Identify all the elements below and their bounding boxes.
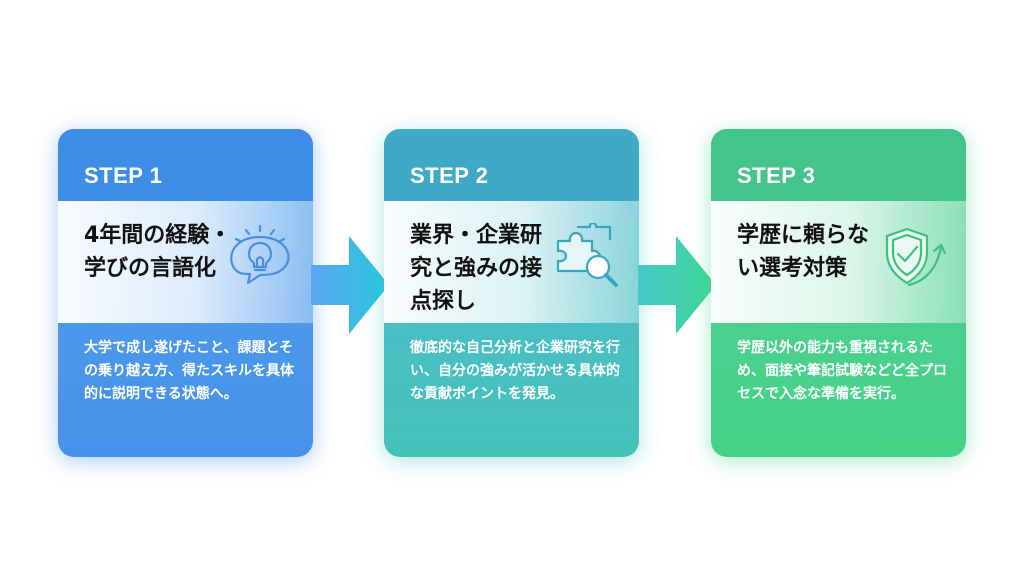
step-title-3: 学歴に頼らない選考対策 bbox=[737, 223, 870, 281]
puzzle-magnifier-icon bbox=[556, 223, 618, 287]
step-description-3: 学歴以外の能力も重視されるため、面接や筆記試験などど全プロセスで入念な準備を実行… bbox=[737, 340, 947, 402]
step-card-3: STEP 3 学歴に頼らない選考対策 学歴以外の能力も重視されるため、面接や筆記… bbox=[711, 129, 966, 457]
step-description-1: 大学で成し遂げたこと、課題とその乗り越え方、得たスキルを具体的に説明できる状態へ… bbox=[84, 340, 294, 402]
step-title-panel-2: 業界・企業研究と強みの接点探し bbox=[384, 201, 639, 323]
step-header-2: STEP 2 bbox=[384, 129, 639, 201]
step-title-panel-1: 4年間の経験・学びの言語化 bbox=[58, 201, 313, 323]
step-title-1: 4年間の経験・学びの言語化 bbox=[84, 223, 232, 281]
step-card-1: STEP 1 4年間の経験・学びの言語化 大学で成し遂げたこと、課題とその乗り越… bbox=[58, 129, 313, 457]
step-title-2: 業界・企業研究と強みの接点探し bbox=[410, 223, 543, 314]
arrow-right-icon bbox=[311, 236, 389, 334]
step-title-panel-3: 学歴に頼らない選考対策 bbox=[711, 201, 966, 323]
lightbulb-speech-icon bbox=[230, 224, 290, 285]
arrow-right-icon bbox=[638, 236, 716, 334]
step-card-2: STEP 2 業界・企業研究と強みの接点探し 徹底的な自己分析と企業研究を行い、… bbox=[384, 129, 639, 457]
step-description-2: 徹底的な自己分析と企業研究を行い、自分の強みが活かせる具体的な貢献ポイントを発見… bbox=[410, 340, 620, 402]
step-label-2: STEP 2 bbox=[410, 163, 489, 188]
step-header-1: STEP 1 bbox=[58, 129, 313, 201]
step-header-3: STEP 3 bbox=[711, 129, 966, 201]
step-label-3: STEP 3 bbox=[737, 163, 816, 188]
step-label-1: STEP 1 bbox=[84, 163, 163, 188]
shield-check-arrow-icon bbox=[885, 227, 947, 287]
